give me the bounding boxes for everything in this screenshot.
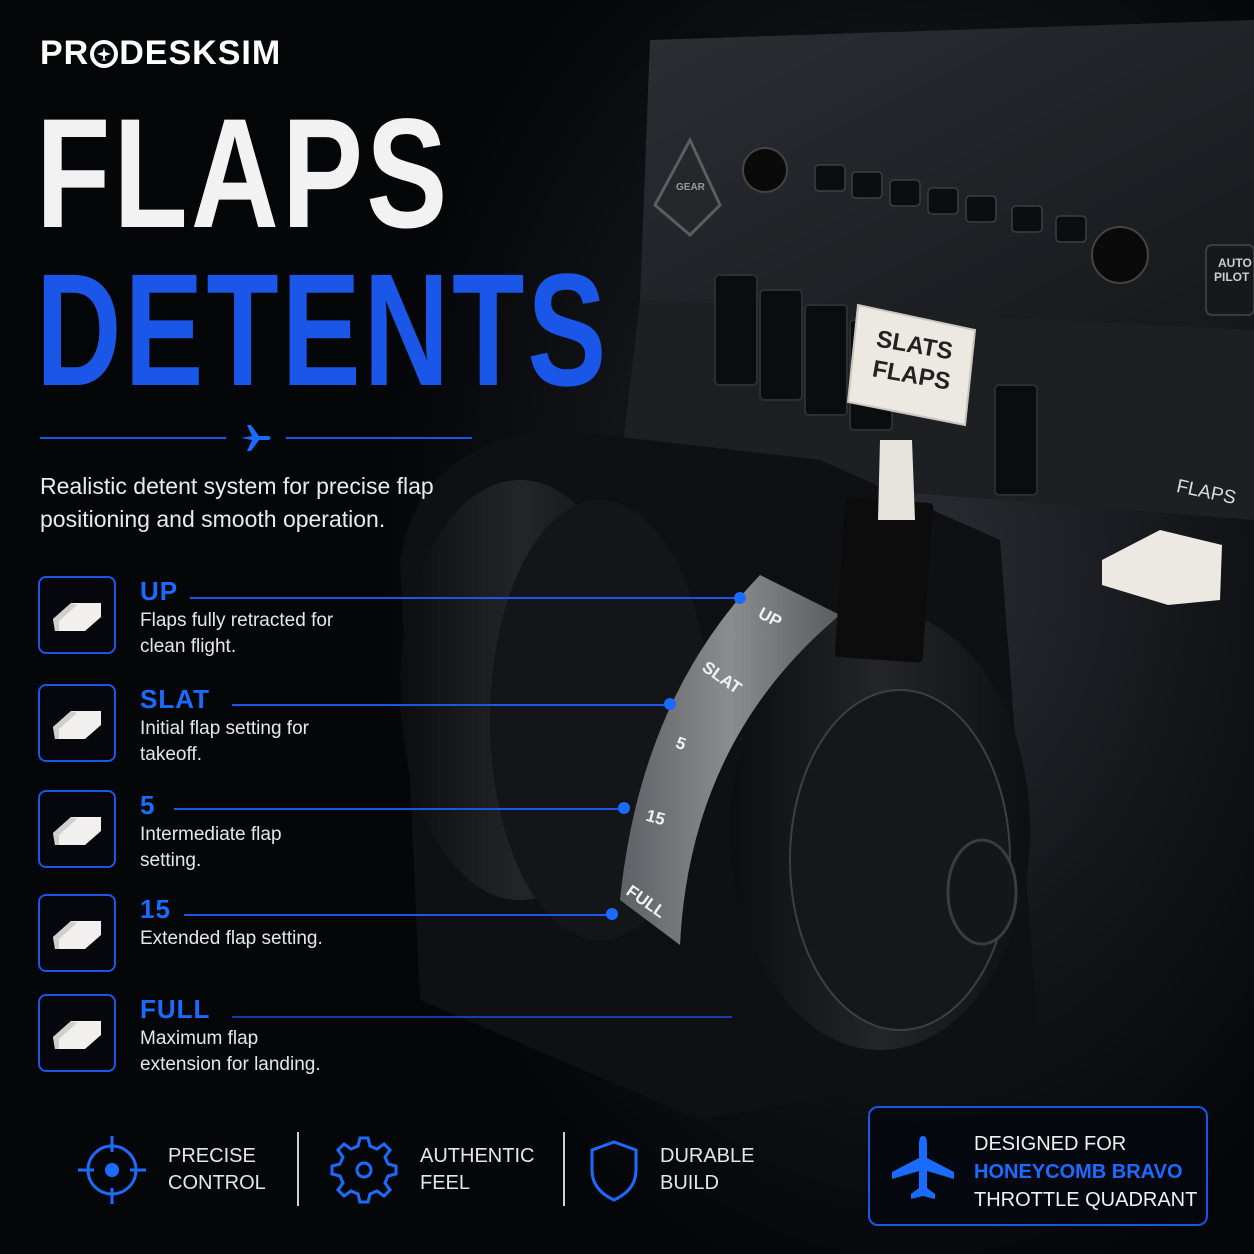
detent-icon-box [38, 994, 116, 1072]
leader-dot-5 [618, 802, 630, 814]
title-divider [40, 420, 472, 456]
detent-label: FULL [140, 994, 211, 1024]
leader-dot-15 [606, 908, 618, 920]
crosshair-icon [78, 1136, 146, 1204]
detent-block-icon [53, 921, 101, 949]
feature-label-line2: FEEL [420, 1172, 471, 1194]
autopilot-label-1: AUTO [1218, 256, 1252, 270]
leader-line-slat [232, 704, 670, 706]
airplane-circle-icon [90, 39, 119, 68]
detent-icon-box [38, 576, 116, 654]
feature-label: AUTHENTIC FEEL [420, 1143, 534, 1197]
detent-desc: Maximum flap extension for landing. [140, 1028, 321, 1075]
divider-line-right [286, 437, 472, 439]
detent-desc: Extended flap setting. [140, 928, 323, 949]
detent-icon-box [38, 790, 116, 868]
detent-item-up: UP Flaps fully retracted for clean fligh… [38, 576, 458, 666]
gear-label: GEAR [676, 182, 705, 193]
detent-label: 5 [140, 790, 156, 820]
page-title-line2: DETENTS [36, 240, 610, 419]
detent-block-icon [53, 1021, 101, 1049]
brand-logo: PR DESKSIM [40, 34, 281, 73]
feature-label-line1: DURABLE [660, 1145, 755, 1167]
feature-authentic-feel: AUTHENTIC FEEL [328, 1130, 534, 1210]
divider-line-left [40, 437, 226, 439]
detent-item-5: 5 Intermediate flap setting. [38, 790, 458, 880]
designed-for-line3: THROTTLE QUADRANT [974, 1189, 1198, 1211]
feature-label-line2: BUILD [660, 1172, 719, 1194]
designed-for-line2: HONEYCOMB BRAVO [974, 1161, 1183, 1183]
leader-line-5 [174, 808, 626, 810]
detent-label: 15 [140, 894, 171, 924]
autopilot-label-2: PILOT [1214, 270, 1250, 284]
leader-line-up [190, 597, 740, 599]
detent-icon-box [38, 684, 116, 762]
intro-text: Realistic detent system for precise flap… [40, 473, 434, 532]
detent-label: UP [140, 576, 179, 606]
detent-desc: Flaps fully retracted for clean flight. [140, 610, 334, 657]
detent-desc: Initial flap setting for takeoff. [140, 718, 309, 765]
brand-logo-pre: PR [40, 34, 90, 72]
detent-item-full: FULL Maximum flap extension for landing. [38, 994, 458, 1084]
leader-dot-up [734, 592, 746, 604]
detent-icon-box [38, 894, 116, 972]
detent-item-slat: SLAT Initial flap setting for takeoff. [38, 684, 458, 774]
leader-line-15 [184, 914, 612, 916]
leader-dot-slat [664, 698, 676, 710]
feature-label: DURABLE BUILD [660, 1143, 754, 1197]
brand-logo-post: DESKSIM [119, 34, 282, 72]
detent-label: SLAT [140, 684, 210, 714]
detent-item-15: 15 Extended flap setting. [38, 894, 458, 984]
feature-label-line1: AUTHENTIC [420, 1145, 535, 1167]
feature-separator [563, 1132, 565, 1206]
feature-separator [297, 1132, 299, 1206]
leader-line-full [232, 1016, 732, 1018]
designed-for-badge: DESIGNED FOR HONEYCOMB BRAVO THROTTLE QU… [868, 1106, 1208, 1226]
detent-desc: Intermediate flap setting. [140, 824, 282, 871]
detent-block-icon [53, 817, 101, 845]
designed-for-line1: DESIGNED FOR [974, 1133, 1127, 1155]
detent-block-icon [53, 603, 101, 631]
detent-block-icon [53, 711, 101, 739]
feature-precise-control: PRECISE CONTROL [76, 1130, 266, 1210]
page-title-line1: FLAPS [36, 87, 451, 261]
shield-icon [590, 1140, 638, 1202]
airplane-icon [892, 1136, 954, 1199]
airplane-icon [241, 425, 271, 451]
feature-label: PRECISE CONTROL [168, 1143, 266, 1197]
feature-durable-build: DURABLE BUILD [588, 1130, 754, 1210]
gear-icon [330, 1136, 398, 1204]
feature-label-line1: PRECISE [168, 1145, 256, 1167]
feature-label-line2: CONTROL [168, 1172, 266, 1194]
